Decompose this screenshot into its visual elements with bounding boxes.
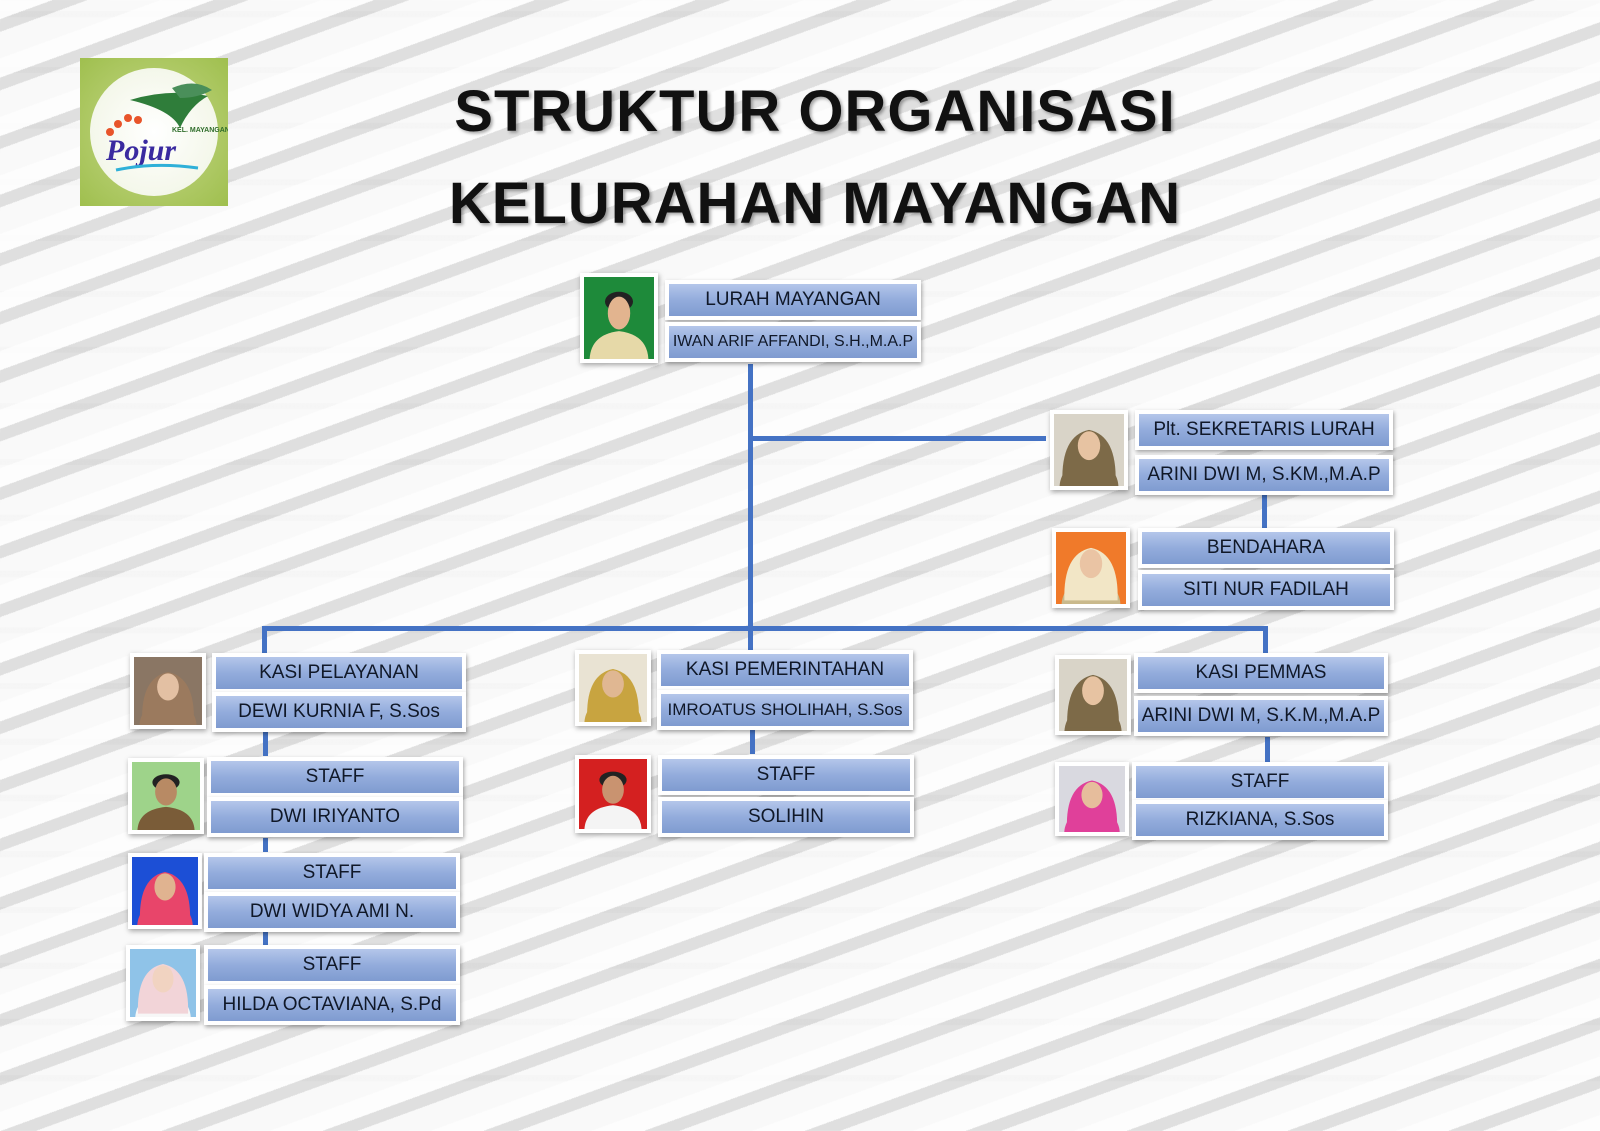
member-photo <box>575 650 651 726</box>
position-label: STAFF <box>207 757 463 797</box>
member-name: SOLIHIN <box>658 797 914 837</box>
title-line-1: STRUKTUR ORGANISASI <box>454 79 1176 144</box>
member-photo <box>130 653 206 729</box>
connector-pelayanan-staff-2 <box>263 838 268 852</box>
member-name: DEWI KURNIA F, S.Sos <box>212 692 466 732</box>
svg-text:Pojur: Pojur <box>105 134 176 167</box>
member-photo <box>1055 655 1131 735</box>
member-name: DWI IRIYANTO <box>207 797 463 837</box>
member-photo <box>128 758 204 834</box>
member-name: IWAN ARIF AFFANDI, S.H.,M.A.P <box>665 322 921 362</box>
connector-sekretaris <box>750 436 1046 441</box>
position-label: KASI PEMERINTAHAN <box>657 650 913 690</box>
member-name: HILDA OCTAVIANA, S.Pd <box>204 985 460 1025</box>
member-name: SITI NUR FADILAH <box>1138 570 1394 610</box>
person-photo-icon <box>132 762 200 830</box>
connector-lurah-trunk <box>748 364 753 630</box>
member-name: ARINI DWI M, S.K.M.,M.A.P <box>1134 696 1388 736</box>
connector-sekretaris-bendahara <box>1262 494 1267 528</box>
connector-kasi-horizontal <box>262 626 1268 631</box>
member-photo <box>580 273 658 363</box>
member-photo <box>1052 528 1130 608</box>
member-photo <box>1050 410 1128 490</box>
position-label: BENDAHARA <box>1138 528 1394 568</box>
person-photo-icon <box>1059 766 1125 832</box>
kelurahan-logo: KEL. MAYANGAN Pojur <box>80 58 228 206</box>
member-name: DWI WIDYA AMI N. <box>204 892 460 932</box>
member-name: RIZKIANA, S.Sos <box>1132 800 1388 840</box>
member-photo <box>575 755 651 833</box>
svg-text:KEL. MAYANGAN: KEL. MAYANGAN <box>172 127 228 134</box>
position-label: KASI PEMMAS <box>1134 653 1388 693</box>
member-name: IMROATUS SHOLIHAH, S.Sos <box>657 690 913 730</box>
member-photo <box>128 853 202 929</box>
position-label: KASI PELAYANAN <box>212 653 466 693</box>
position-label: STAFF <box>204 853 460 893</box>
member-photo <box>126 945 200 1021</box>
person-photo-icon <box>584 277 654 359</box>
connector-pemmas-staff <box>1265 737 1270 762</box>
connector-kasi-pemmas <box>1263 626 1268 654</box>
position-label: STAFF <box>658 755 914 795</box>
person-photo-icon <box>132 857 198 925</box>
person-photo-icon <box>1059 659 1127 731</box>
connector-pelayanan-staff-1 <box>263 732 268 756</box>
connector-kasi-pemerintahan <box>748 626 753 650</box>
position-label: STAFF <box>1132 762 1388 802</box>
person-photo-icon <box>1056 532 1126 604</box>
person-photo-icon <box>134 657 202 725</box>
person-photo-icon <box>579 759 647 829</box>
position-label: STAFF <box>204 945 460 985</box>
position-label: LURAH MAYANGAN <box>665 280 921 320</box>
member-photo <box>1055 762 1129 836</box>
member-name: ARINI DWI M, S.KM.,M.A.P <box>1135 455 1393 495</box>
title-line-2: KELURAHAN MAYANGAN <box>448 171 1182 236</box>
connector-pemerintahan-staff <box>750 728 755 754</box>
person-photo-icon <box>1054 414 1124 486</box>
position-label: Plt. SEKRETARIS LURAH <box>1135 410 1393 450</box>
person-photo-icon <box>579 654 647 722</box>
connector-kasi-pelayanan <box>262 626 267 654</box>
person-photo-icon <box>130 949 196 1017</box>
connector-pelayanan-staff-3 <box>263 932 268 945</box>
